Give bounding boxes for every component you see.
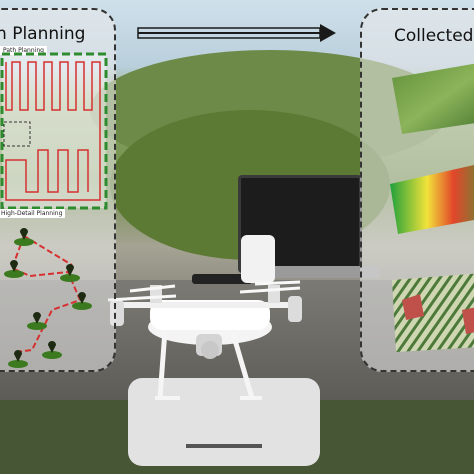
- planning-panel: n Planning Path Planning High-Detail Pla…: [0, 8, 116, 372]
- detail-planning-tag: High-Detail Planning: [0, 209, 66, 218]
- collected-data-title: Collected D: [394, 26, 474, 46]
- path-planning-map: [0, 52, 108, 210]
- planning-title-prefix: n: [0, 24, 7, 44]
- planning-title-text: Planning: [12, 24, 86, 44]
- laptop-base: [270, 266, 380, 278]
- orthomosaic-image: [390, 63, 474, 352]
- controller-box: [241, 235, 275, 283]
- cooler-slot: [186, 444, 262, 448]
- location-pin-icon: [10, 228, 86, 362]
- phone: [192, 274, 252, 284]
- collected-data-panel: Collected D: [360, 8, 474, 372]
- path-planning-tag: Path Planning: [0, 46, 47, 55]
- planning-title: n Planning: [0, 24, 85, 44]
